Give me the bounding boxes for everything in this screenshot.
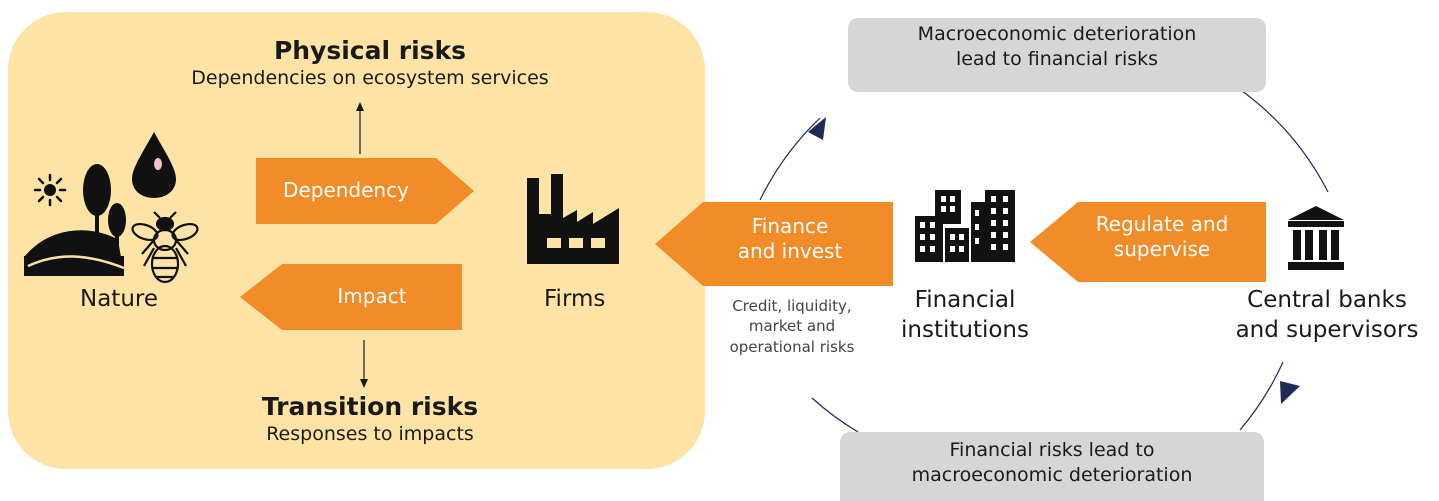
dependency-label: Dependency [283, 178, 409, 202]
risks-note: Credit, liquidity, market and operationa… [706, 296, 878, 357]
cb-line-1: Central banks [1247, 287, 1407, 313]
cycle-arc-top-left [759, 117, 821, 201]
top-cycle-line-2: lead to financial risks [955, 47, 1159, 70]
water-drop-icon [132, 132, 176, 198]
financial-institutions-label: Financial institutions [880, 286, 1050, 346]
transition-risks-title: Transition risks [261, 392, 479, 421]
regulate-line-1: Regulate and [1095, 212, 1229, 236]
risks-note-line-2: market and [748, 317, 836, 336]
cycle-arrowhead-bottom [1280, 381, 1300, 404]
cycle-arc-bottom-right [1239, 361, 1284, 431]
top-cycle-line-1: Macroeconomic deterioration [917, 23, 1197, 45]
dependency-arrow [256, 158, 474, 224]
cycle-arc-top-right [1237, 87, 1329, 193]
cb-line-2: and supervisors [1235, 316, 1419, 343]
cycle-arrowhead-top [808, 117, 826, 140]
bottom-cycle-box: Financial risks lead to macroeconomic de… [840, 432, 1264, 501]
physical-risks-block: Physical risks Dependencies on ecosystem… [110, 36, 630, 89]
bank-icon [1288, 206, 1344, 270]
impact-arrow [240, 264, 462, 330]
impact-label: Impact [337, 284, 407, 308]
finance-invest-line-2: and invest [737, 239, 843, 263]
finance-invest-arrow [655, 202, 893, 286]
physical-risks-title: Physical risks [273, 36, 467, 65]
risks-note-line-1: Credit, liquidity, [732, 297, 852, 315]
risks-note-line-3: operational risks [729, 337, 855, 356]
office-buildings-icon [915, 190, 1015, 262]
bee-icon [131, 211, 199, 284]
fi-line-2: institutions [901, 316, 1029, 343]
finance-invest-line-1: Finance [751, 214, 829, 238]
nature-icons [23, 132, 199, 284]
landscape-trees-icon [23, 164, 126, 280]
regulate-supervise-label: Regulate and supervise [1072, 212, 1252, 262]
physical-risks-subtitle: Dependencies on ecosystem services [191, 67, 549, 89]
regulate-supervise-arrow [1030, 202, 1266, 282]
bottom-cycle-line-1: Financial risks lead to [949, 439, 1155, 461]
transition-risks-block: Transition risks Responses to impacts [110, 392, 630, 445]
regulate-line-2: supervise [1113, 237, 1211, 261]
up-arrow [356, 102, 364, 154]
finance-invest-label: Finance and invest [700, 214, 880, 264]
sun-icon [33, 173, 67, 207]
central-banks-label: Central banks and supervisors [1224, 286, 1430, 346]
bottom-cycle-line-2: macroeconomic deterioration [911, 463, 1193, 486]
down-arrow [360, 340, 368, 388]
top-cycle-box: Macroeconomic deterioration lead to fina… [848, 18, 1266, 92]
transition-risks-subtitle: Responses to impacts [266, 423, 474, 445]
fi-line-1: Financial [914, 287, 1016, 313]
nature-label: Nature [80, 286, 158, 312]
cycle-arc-bottom-left [811, 397, 859, 433]
firms-label: Firms [544, 286, 606, 312]
factory-icon [527, 174, 619, 264]
